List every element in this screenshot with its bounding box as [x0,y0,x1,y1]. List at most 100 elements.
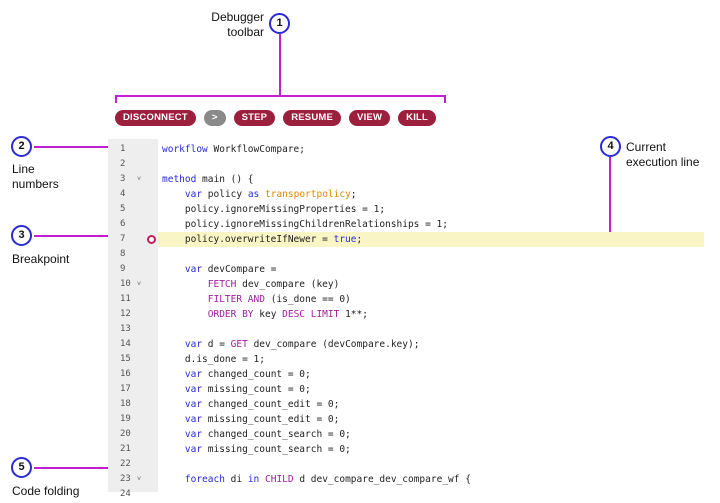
code-line[interactable]: var changed_count = 0; [162,367,311,382]
line-number: 15 [120,354,131,364]
line-number: 18 [120,399,131,409]
line-number: 6 [120,219,126,229]
code-line[interactable]: foreach di in CHILD d dev_compare_dev_co… [162,472,471,487]
code-token [162,444,185,455]
code-token: ; [356,234,363,245]
callout-text: Breakpoint [12,252,70,266]
code-token [162,339,185,350]
code-line[interactable]: var d = GET dev_compare (devCompare.key)… [162,337,420,352]
leader-line-folding [34,467,130,469]
code-token: missing_count_search = 0; [207,444,351,455]
code-line[interactable]: workflow WorkflowCompare; [162,142,305,157]
line-number: 17 [120,384,131,394]
callout-text: Current [626,140,667,154]
code-token [162,189,185,200]
code-token: changed_count = 0; [207,369,311,380]
toolbar-bracket-right [444,95,446,103]
code-token: method [162,174,203,185]
code-token: GET [230,339,254,350]
code-token: FILTER AND [207,294,271,305]
leader-line-breakpoint [34,235,142,237]
code-token [162,369,185,380]
code-token: workflow [162,144,214,155]
code-token: WorkflowCompare; [213,144,305,155]
fold-chevron-icon[interactable]: ˅ [137,281,142,288]
code-token [162,279,208,290]
code-token: policy [207,189,248,200]
code-token: var [184,264,208,275]
code-token: devCompare = [207,264,277,275]
code-line[interactable]: var changed_count_search = 0; [162,427,351,442]
code-token: transportpolicy [265,189,351,200]
code-token: var [184,429,208,440]
code-token [162,384,185,395]
line-number-gutter[interactable] [108,139,158,492]
code-token: var [184,444,208,455]
code-line[interactable]: FILTER AND (is_done == 0) [162,292,351,307]
line-number: 4 [120,189,126,199]
fold-chevron-icon[interactable]: ˅ [137,476,142,483]
callout-line-numbers-label: Line numbers [12,162,59,192]
breakpoint-marker[interactable] [147,235,156,244]
code-token: CHILD [265,474,300,485]
debugger-toolbar: DISCONNECT > STEP RESUME VIEW KILL [115,110,437,126]
view-button[interactable]: VIEW [349,110,391,126]
line-number: 9 [120,264,126,274]
callout-text: Code folding [12,484,80,498]
code-line[interactable]: FETCH dev_compare (key) [162,277,340,292]
code-line[interactable]: var missing_count_search = 0; [162,442,351,457]
code-token [162,294,208,305]
code-token: dev_compare (key) [242,279,340,290]
fold-chevron-icon[interactable]: ˅ [137,176,142,183]
code-line[interactable]: ORDER BY key DESC LIMIT 1**; [162,307,368,322]
line-number: 8 [120,249,126,259]
code-token [162,474,185,485]
code-line[interactable]: var missing_count = 0; [162,382,311,397]
disconnect-button[interactable]: DISCONNECT [115,110,196,126]
code-token: policy.overwriteIfNewer = [162,234,334,245]
callout-code-folding-label: Code folding [12,484,79,499]
code-token [162,414,185,425]
line-number: 11 [120,294,131,304]
code-token: changed_count_edit = 0; [207,399,340,410]
code-token: true [333,234,357,245]
code-token: dev_compare (devCompare.key); [253,339,420,350]
callout-debugger-toolbar-label: Debugger toolbar [206,10,264,40]
code-token [162,429,185,440]
code-token: in [247,474,265,485]
callout-text: execution line [626,155,700,169]
code-token: var [184,189,208,200]
line-number: 24 [120,489,131,499]
code-token: main () { [202,174,254,185]
kill-button[interactable]: KILL [398,110,437,126]
leader-line-current [609,157,611,233]
code-line[interactable]: policy.overwriteIfNewer = true; [162,232,362,247]
code-line[interactable]: method main () { [162,172,254,187]
code-line[interactable]: var policy as transportpolicy; [162,187,357,202]
continue-button[interactable]: > [203,110,226,126]
callout-number-4: 4 [600,136,621,157]
code-line[interactable]: policy.ignoreMissingChildrenRelationship… [162,217,448,232]
code-line[interactable]: var changed_count_edit = 0; [162,397,339,412]
code-line[interactable]: d.is_done = 1; [162,352,265,367]
line-number: 23 [120,474,131,484]
line-number: 12 [120,309,131,319]
code-line[interactable]: var missing_count_edit = 0; [162,412,339,427]
leader-line-toolbar-vertical [279,34,281,95]
step-button[interactable]: STEP [233,110,276,126]
resume-button[interactable]: RESUME [283,110,342,126]
code-token [162,264,185,275]
code-line[interactable]: policy.ignoreMissingProperties = 1; [162,202,385,217]
code-token: var [184,384,208,395]
line-number: 3 [120,174,126,184]
toolbar-bracket-horizontal [115,95,446,97]
callout-text: Debugger [211,10,264,24]
line-number: 21 [120,444,131,454]
code-token: d.is_done = 1; [162,354,265,365]
code-token: var [184,339,208,350]
code-token: missing_count = 0; [207,384,311,395]
code-line[interactable]: var devCompare = [162,262,277,277]
code-token: (is_done == 0) [270,294,351,305]
callout-text: Line [12,162,35,176]
